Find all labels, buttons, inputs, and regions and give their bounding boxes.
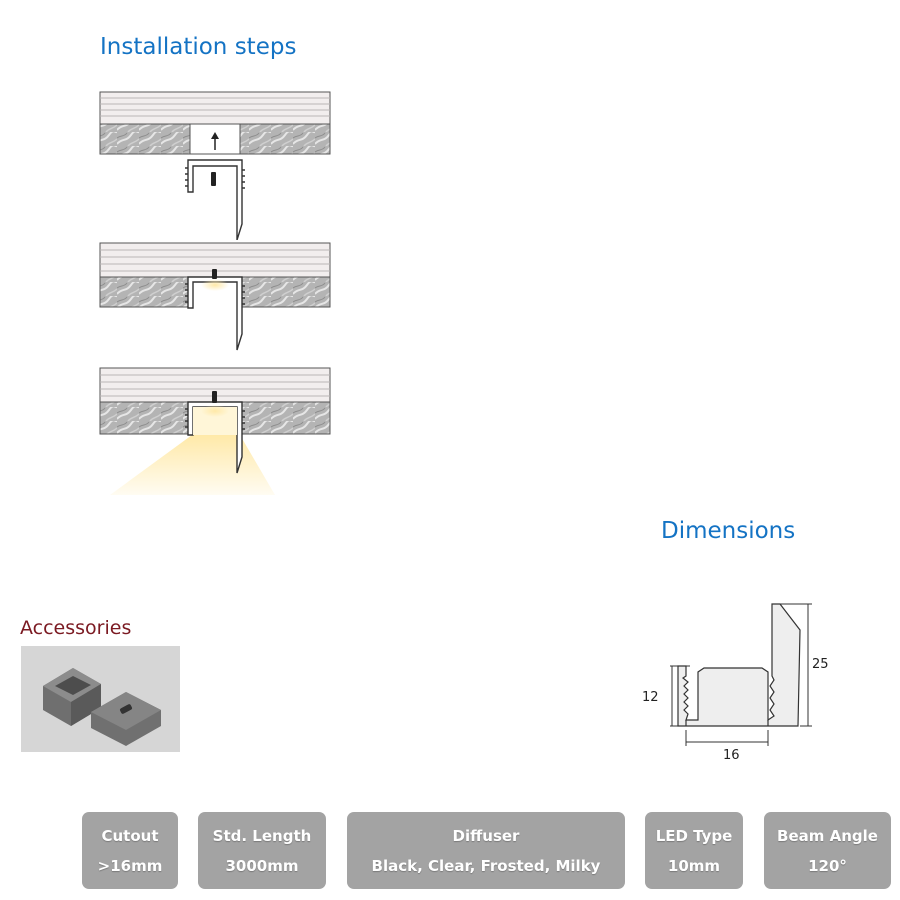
dimension-width: 16 — [723, 748, 740, 763]
installation-step-1 — [99, 91, 331, 240]
end-cap-accessory-photo — [21, 646, 180, 752]
end-cap-open — [43, 668, 101, 726]
spec-value: 10mm — [667, 856, 721, 875]
spec-badge-cutout: Cutout >16mm — [82, 812, 178, 889]
spec-badge-diffuser: Diffuser Black, Clear, Frosted, Milky — [347, 812, 625, 889]
dimensions-title: Dimensions — [661, 518, 796, 544]
spec-badge-std-length: Std. Length 3000mm — [198, 812, 326, 889]
profile-dimension-drawing: 12 25 16 — [642, 603, 829, 763]
board-with-profile — [99, 401, 331, 435]
spec-label: Beam Angle — [777, 826, 878, 845]
spec-label: Cutout — [101, 826, 159, 845]
profile-channel — [185, 401, 245, 474]
led-light-glow — [201, 269, 229, 291]
installation-step-3 — [99, 367, 331, 495]
dimension-lines — [670, 603, 812, 746]
installation-title: Installation steps — [100, 34, 297, 60]
spec-value: >16mm — [97, 856, 163, 875]
ceiling-panel — [99, 91, 331, 125]
profile-channel — [185, 159, 245, 240]
board-with-profile — [99, 276, 331, 308]
spec-label: Std. Length — [212, 826, 312, 845]
accessories-title: Accessories — [20, 617, 132, 639]
end-cap-closed — [91, 692, 161, 746]
led-light-glow — [201, 391, 229, 417]
spec-badge-led-type: LED Type 10mm — [645, 812, 743, 889]
spec-badge-beam-angle: Beam Angle 120° — [764, 812, 891, 889]
dimension-height-tall: 25 — [812, 657, 829, 672]
spec-value: 120° — [808, 856, 847, 875]
up-arrow-icon — [211, 132, 219, 150]
installation-step-2 — [99, 242, 331, 351]
spec-value: Black, Clear, Frosted, Milky — [371, 856, 601, 875]
spec-label: Diffuser — [452, 826, 520, 845]
spec-label: LED Type — [655, 826, 733, 845]
led-strip — [211, 172, 216, 186]
dimension-height-short: 12 — [642, 690, 659, 705]
spec-value: 3000mm — [225, 856, 299, 875]
board-with-cutout — [99, 123, 331, 155]
profile-channel — [185, 276, 245, 351]
light-beam — [110, 435, 275, 495]
profile-cross-section — [677, 603, 802, 727]
